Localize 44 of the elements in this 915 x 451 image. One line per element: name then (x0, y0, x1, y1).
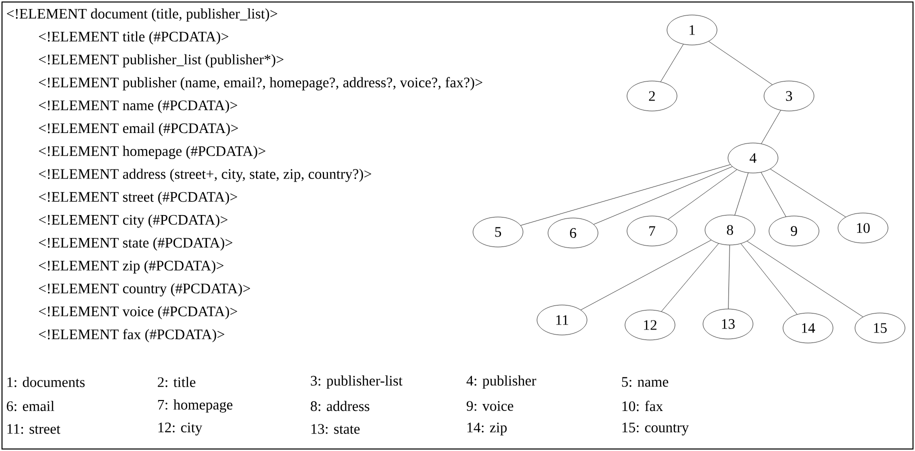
tree-edge (580, 240, 712, 310)
legend-entry: 4: publisher (466, 375, 536, 389)
legend-entry: 12: city (158, 422, 202, 436)
legend-entry: 14: zip (467, 422, 507, 436)
dtd-line: <!ELEMENT city (#PCDATA)> (38, 214, 228, 228)
tree-edge (761, 110, 781, 144)
dtd-line: <!ELEMENT document (title, publisher_list)> (6, 8, 278, 22)
dtd-line: <!ELEMENT country (#PCDATA)> (38, 283, 250, 296)
legend-entry: 5: name (622, 377, 668, 387)
dtd-line: <!ELEMENT publisher (name, email?, homepage?, address?, voice?, fax?)> (38, 77, 482, 90)
legend-entry: 2: title (158, 376, 196, 388)
dtd-line: <!ELEMENT voice (#PCDATA)> (38, 306, 238, 320)
tree-edge (728, 245, 730, 309)
legend-entry: 3: publisher-list (310, 375, 402, 389)
legend-entry: 11: street (7, 424, 60, 434)
legend-entry: 9: voice (466, 401, 514, 411)
tree-edge (520, 164, 730, 226)
legend-entry: 7: homepage (158, 399, 232, 413)
tree-edge (668, 169, 738, 220)
tree-edge (594, 166, 732, 225)
legend-entry: 10: fax (622, 400, 663, 412)
tree-edge (708, 41, 772, 85)
legend-entry: 1: documents (7, 376, 85, 388)
legend-entry: 15: country (622, 422, 689, 436)
dtd-line: <!ELEMENT street (#PCDATA)> (38, 192, 238, 205)
legend-entry: 6: email (6, 400, 54, 412)
dtd-line: <!ELEMENT address (street+, city, state, zip, country?)> (38, 168, 372, 182)
tree-edge (661, 243, 719, 312)
tree-edge (660, 44, 684, 82)
dtd-line: <!ELEMENT name (#PCDATA)> (38, 100, 238, 114)
legend-entry: 8: address (310, 400, 370, 412)
legend-entry: 13: state (311, 424, 360, 434)
dtd-line: <!ELEMENT fax (#PCDATA)> (38, 328, 224, 342)
tree-edge (746, 240, 864, 318)
dtd-line: <!ELEMENT state (#PCDATA)> (38, 237, 232, 251)
tree-edge (770, 168, 846, 218)
dtd-line: <!ELEMENT homepage (#PCDATA)> (38, 146, 266, 159)
dtd-line: <!ELEMENT title (#PCDATA)> (38, 31, 228, 44)
dtd-line: <!ELEMENT email (#PCDATA)> (38, 122, 238, 136)
tree-edge (740, 244, 798, 314)
dtd-line: <!ELEMENT zip (#PCDATA)> (38, 260, 224, 274)
dtd-line: <!ELEMENT publisher_list (publisher*)> (38, 54, 284, 68)
tree-edge (734, 172, 748, 216)
tree-edge (760, 172, 786, 217)
